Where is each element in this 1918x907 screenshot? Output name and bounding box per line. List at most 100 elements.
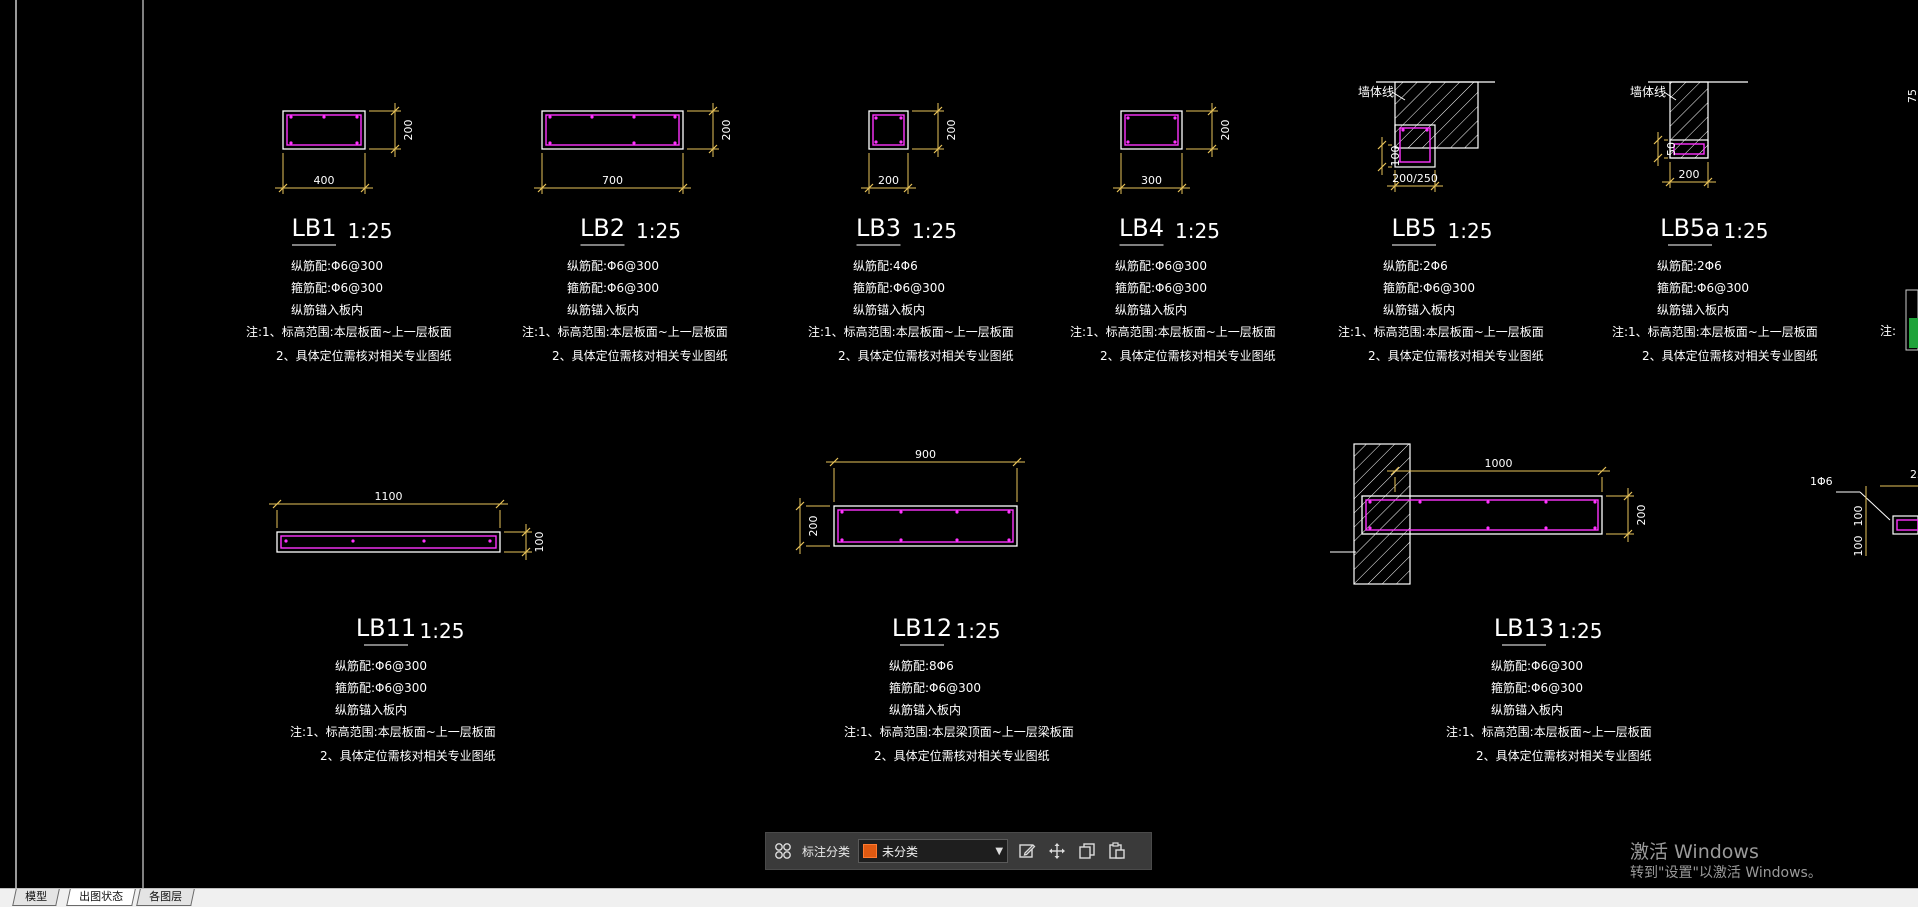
chevron-down-icon: ▼ [995,845,1004,857]
dim-tick [708,106,718,116]
dim-tick [1012,457,1022,467]
category-color-swatch [863,844,878,858]
dim-tick [1430,181,1440,191]
beam-note-line: 纵筋锚入板内 [1491,702,1563,717]
dim-label: 200 [1635,505,1648,526]
slab-outline [1120,110,1183,150]
dim-label: 1100 [375,490,403,503]
dim-tick [678,183,688,193]
beam-note-line: 注: [1880,323,1896,338]
stirrup [872,114,905,146]
beam-scale: 1:25 [348,219,393,243]
rebar-dot [1593,500,1597,504]
beam-note-line: 注:1、标高范围:本层板面~上一层板面 [808,324,1014,339]
dim-label: 700 [602,174,623,187]
rebar-dot [422,539,426,543]
rebar-dot [673,115,677,119]
rebar-dot [488,539,492,543]
beam-partial-right: 75注:1Φ625100100 [1810,89,1918,557]
beam-note-line: 纵筋锚入板内 [889,702,961,717]
dim-tick [795,501,805,511]
dim-tick [1597,466,1607,476]
dim-tick [1653,135,1663,145]
beam-note-line: 2、具体定位需核对相关专业图纸 [1642,348,1818,363]
slab-outline [868,110,909,150]
dim-label: 100 [1852,506,1865,527]
dim-tick [360,183,370,193]
dim-tick [1377,162,1387,172]
tab-print-state[interactable]: 出图状态 [66,889,136,906]
rebar-dot [548,115,552,119]
beam-note-line: 注:1、标高范围:本层板面~上一层板面 [1070,324,1276,339]
beam-scale: 1:25 [636,219,681,243]
rebar-dot [289,141,293,145]
rebar-dot [1368,500,1372,504]
beam-note-line: 2、具体定位需核对相关专业图纸 [874,748,1050,763]
edit-icon[interactable] [1016,840,1038,862]
rebar-dot [1486,500,1490,504]
watermark-subtitle: 转到"设置"以激活 Windows。 [1630,865,1822,881]
annotation-toolbar: 标注分类 未分类 ▼ [765,832,1152,870]
dim-tick [495,499,505,509]
wall-line-label: 墙体线 [1358,85,1394,99]
rebar-dot [322,115,326,119]
layout-tab-bar: 模型 出图状态 各图层 [0,888,1918,907]
tab-layers[interactable]: 各图层 [136,889,195,906]
dim-tick [1623,491,1633,501]
beam-scale: 1:25 [1558,619,1603,643]
dim-tick [933,106,943,116]
grid-icon[interactable] [772,840,794,862]
rebar-dot [1544,500,1548,504]
move-icon[interactable] [1046,840,1068,862]
dim-tick [903,183,913,193]
wall-hatch [1353,443,1411,585]
rebar-dot [1007,538,1011,542]
rebar-dot [355,141,359,145]
stirrup [286,114,362,146]
paste-icon[interactable] [1106,840,1128,862]
rebar-dot [1425,128,1429,132]
dim-tick [537,183,547,193]
annotation-category-select[interactable]: 未分类 ▼ [858,839,1009,863]
beam-note-line: 注:1、标高范围:本层板面~上一层板面 [1446,724,1652,739]
beam-note-line: 箍筋配:Φ6@300 [335,680,427,695]
dim-tick [1653,153,1663,163]
beam-note-line: 纵筋锚入板内 [1115,302,1187,317]
leader-line [1391,91,1406,101]
rebar-label: 1Φ6 [1810,475,1833,488]
copy-icon[interactable] [1076,840,1098,862]
dim-tick [1207,144,1217,154]
beam-name: LB5a [1660,214,1720,242]
rebar-dot [673,141,677,145]
beam-name: LB4 [1119,214,1164,242]
rebar-dot [955,538,959,542]
beam-name: LB13 [1494,614,1554,642]
rebar-dot [632,141,636,145]
dim-label: 200 [1219,120,1232,141]
stirrup [1673,143,1705,155]
stirrup [1399,127,1431,163]
dim-label: 900 [915,448,936,461]
beam-note-line: 纵筋配:Φ6@300 [1491,658,1583,673]
beam-note-line: 箍筋配:Φ6@300 [853,280,945,295]
slab-outline [276,531,501,553]
beam-note-line: 纵筋配:Φ6@300 [291,258,383,273]
dim-tick [1177,183,1187,193]
beam-note-line: 纵筋锚入板内 [567,302,639,317]
beam-scale: 1:25 [1448,219,1493,243]
rebar-dot [284,539,288,543]
beam-note-line: 2、具体定位需核对相关专业图纸 [838,348,1014,363]
beam-note-line: 箍筋配:Φ6@300 [291,280,383,295]
beam-note-line: 纵筋锚入板内 [335,702,407,717]
beam-note-line: 纵筋配:4Φ6 [853,258,918,273]
rebar-dot [351,539,355,543]
dim-label: 400 [314,174,335,187]
dim-tick [521,527,531,537]
beam-note-line: 纵筋锚入板内 [853,302,925,317]
tab-model[interactable]: 模型 [12,889,60,906]
